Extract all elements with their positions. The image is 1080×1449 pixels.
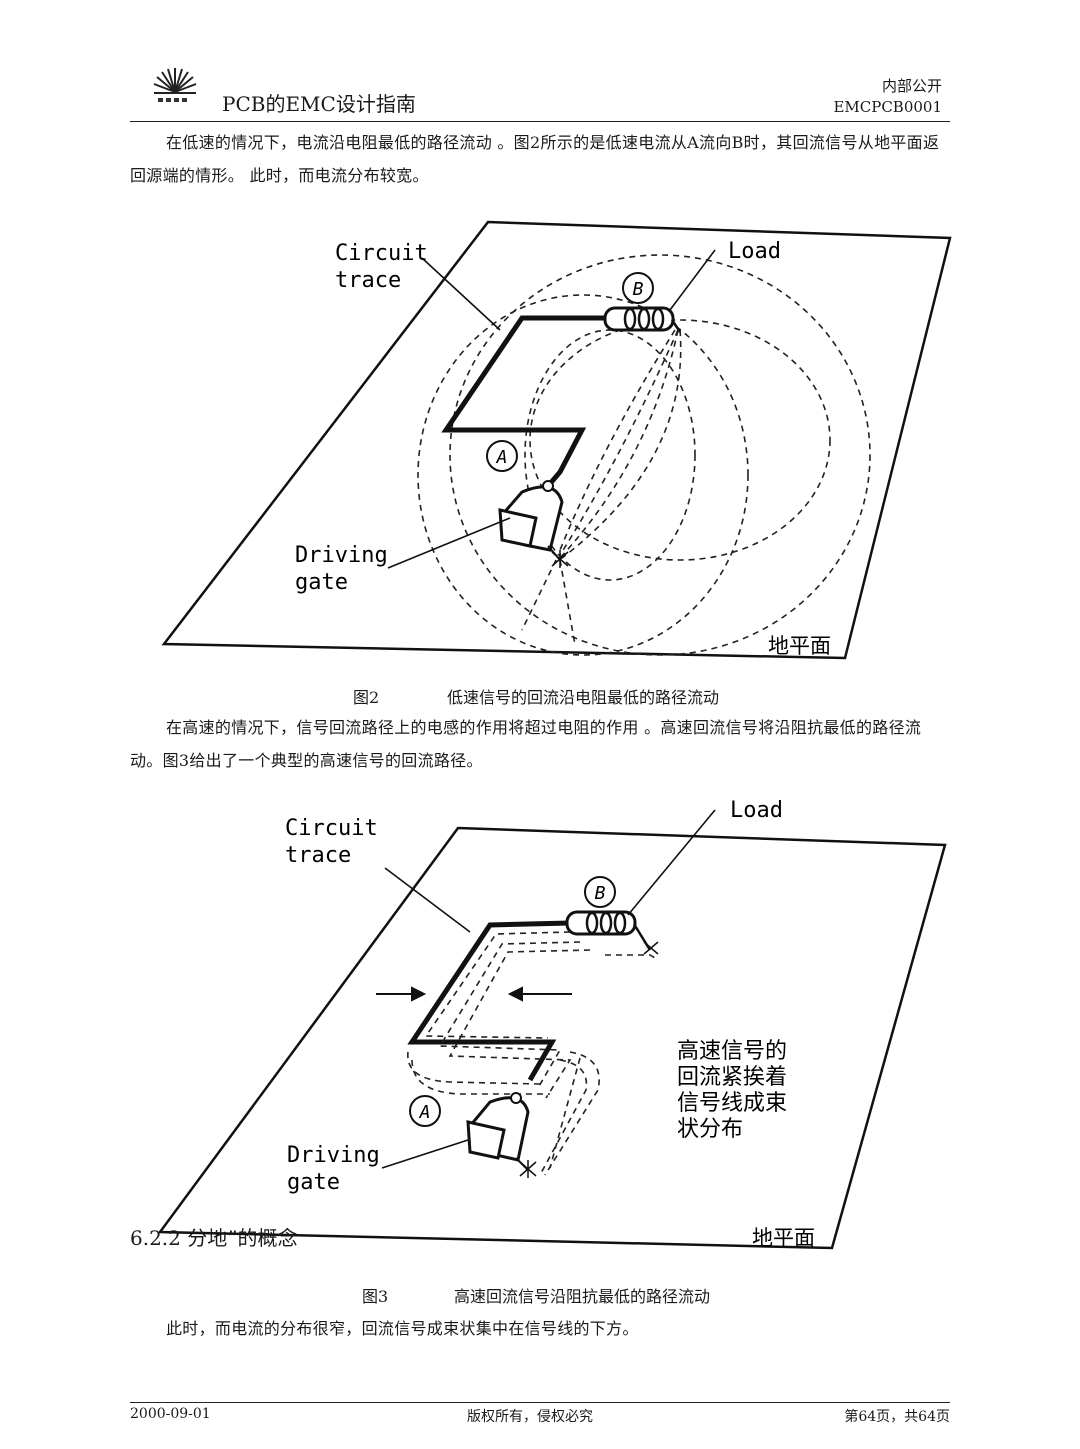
ground-junction-star bbox=[519, 1160, 537, 1178]
note-line-3: 信号线成束 bbox=[677, 1091, 787, 1116]
header-rule bbox=[130, 121, 950, 122]
paragraph-high-speed: 在高速的情况下，信号回流路径上的电感的作用将超过电阻的作用 。高速回流信号将沿阻… bbox=[130, 711, 952, 777]
return-current-field-lines bbox=[417, 254, 871, 656]
paragraph-narrow-distribution: 此时，而电流的分布很窄，回流信号成束状集中在信号线的下方。 bbox=[130, 1312, 952, 1345]
load-leader bbox=[669, 249, 716, 311]
circuit-trace-label-line1: Circuit bbox=[335, 241, 428, 266]
driving-gate-leader bbox=[381, 1139, 469, 1169]
point-a-marker bbox=[486, 440, 518, 472]
circuit-trace-line bbox=[441, 315, 610, 494]
footer-date: 2000-09-01 bbox=[130, 1406, 211, 1422]
point-b-marker bbox=[622, 272, 654, 304]
note-line-2: 回流紧挨着 bbox=[677, 1065, 787, 1090]
point-a-label: A bbox=[496, 447, 508, 468]
load-label: Load bbox=[728, 239, 781, 264]
circuit-trace-label-line1: Circuit bbox=[285, 816, 378, 841]
paragraph-text: 在高速的情况下，信号回流路径上的电感的作用将超过电阻的作用 。高速回流信号将沿阻… bbox=[130, 718, 922, 770]
driving-gate-label-line2: gate bbox=[287, 1170, 340, 1195]
document-title: PCB的EMC设计指南 bbox=[222, 92, 416, 116]
load-resistor bbox=[565, 910, 652, 951]
classification-label: 内部公开 bbox=[881, 77, 942, 95]
driving-gate-label-line2: gate bbox=[295, 570, 348, 595]
point-b-marker bbox=[584, 876, 616, 908]
company-logo bbox=[153, 68, 197, 102]
driving-gate-label-line1: Driving bbox=[295, 543, 388, 568]
load-leader bbox=[627, 809, 716, 916]
circuit-trace-label-line2: trace bbox=[335, 268, 401, 293]
load-label: Load bbox=[730, 798, 783, 823]
point-a-marker bbox=[409, 1095, 441, 1127]
figure-2-caption-text: 低速信号的回流沿电阻最低的路径流动 bbox=[447, 688, 720, 707]
ground-plane-outline bbox=[161, 220, 952, 660]
ground-plane-label: 地平面 bbox=[752, 1226, 815, 1250]
paragraph-text: 在低速的情况下，电流沿电阻最低的路径流动 。图2所示的是低速电流从A流向B时，其… bbox=[130, 133, 940, 185]
load-resistor bbox=[603, 306, 682, 333]
ground-plane-outline bbox=[157, 826, 947, 1250]
load-junction-star bbox=[643, 941, 659, 955]
figure-2-diagram: B A Circuit trace Load Driving gate 地平面 bbox=[161, 220, 952, 660]
circuit-trace-label-line2: trace bbox=[285, 843, 351, 868]
return-current-bundle bbox=[407, 931, 656, 1176]
figure-3-caption-text: 高速回流信号沿阻抗最低的路径流动 bbox=[454, 1287, 711, 1306]
driving-gate-leader bbox=[387, 517, 511, 569]
point-b-label: B bbox=[633, 279, 644, 300]
circuit-trace-leader bbox=[421, 257, 501, 331]
figure-2-caption-number: 图2 bbox=[353, 688, 380, 707]
section-heading: 6.2.2 分地”的概念 bbox=[130, 1226, 298, 1250]
footer-copyright: 版权所有，侵权必究 bbox=[467, 1409, 593, 1425]
ground-junction-star bbox=[551, 550, 569, 568]
driving-gate bbox=[466, 1092, 530, 1171]
figure-3-diagram: B A Circuit trace Load Driving gate 高速信号… bbox=[157, 798, 947, 1250]
footer-page-number: 第64页，共64页 bbox=[844, 1409, 950, 1425]
note-line-4: 状分布 bbox=[677, 1117, 743, 1142]
paragraph-text: 此时，而电流的分布很窄，回流信号成束状集中在信号线的下方。 bbox=[166, 1319, 639, 1338]
ground-plane-label: 地平面 bbox=[768, 634, 831, 658]
compression-arrows bbox=[376, 986, 572, 1002]
document-meta: 内部公开 EMCPCB0001 bbox=[833, 76, 942, 118]
footer-rule bbox=[130, 1402, 950, 1403]
paragraph-low-speed: 在低速的情况下，电流沿电阻最低的路径流动 。图2所示的是低速电流从A流向B时，其… bbox=[130, 126, 952, 192]
point-a-label: A bbox=[419, 1102, 431, 1123]
document-code: EMCPCB0001 bbox=[833, 98, 942, 116]
figure-3: B A Circuit trace Load Driving gate 高速信号… bbox=[150, 790, 960, 1264]
circuit-trace-line bbox=[407, 920, 571, 1082]
note-line-1: 高速信号的 bbox=[677, 1039, 787, 1064]
figure-2: B A Circuit trace Load Driving gate 地平面 bbox=[150, 210, 960, 674]
circuit-trace-leader bbox=[384, 867, 471, 933]
driving-gate-label-line1: Driving bbox=[287, 1143, 380, 1168]
figure-3-caption-number: 图3 bbox=[362, 1287, 389, 1306]
point-b-label: B bbox=[595, 883, 606, 904]
